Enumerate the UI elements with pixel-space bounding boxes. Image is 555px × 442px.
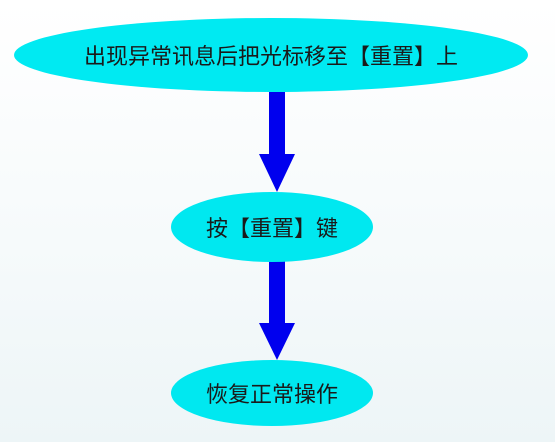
step-2-node: 按【重置】键: [171, 192, 373, 262]
step-3-label: 恢复正常操作: [205, 383, 338, 408]
step-3-node: 恢复正常操作: [171, 360, 373, 426]
arrow-2-head: [259, 323, 295, 360]
arrow-step1-to-step2: [259, 90, 295, 192]
step-1-label: 出现异常讯息后把光标移至【重置】上: [83, 45, 458, 70]
step-1-node: 出现异常讯息后把光标移至【重置】上: [14, 18, 528, 92]
arrow-1-head: [259, 154, 295, 192]
arrow-2-shaft: [269, 258, 285, 326]
arrow-step2-to-step3: [259, 258, 295, 360]
step-2-label: 按【重置】键: [205, 217, 338, 242]
arrow-1-shaft: [269, 90, 285, 156]
